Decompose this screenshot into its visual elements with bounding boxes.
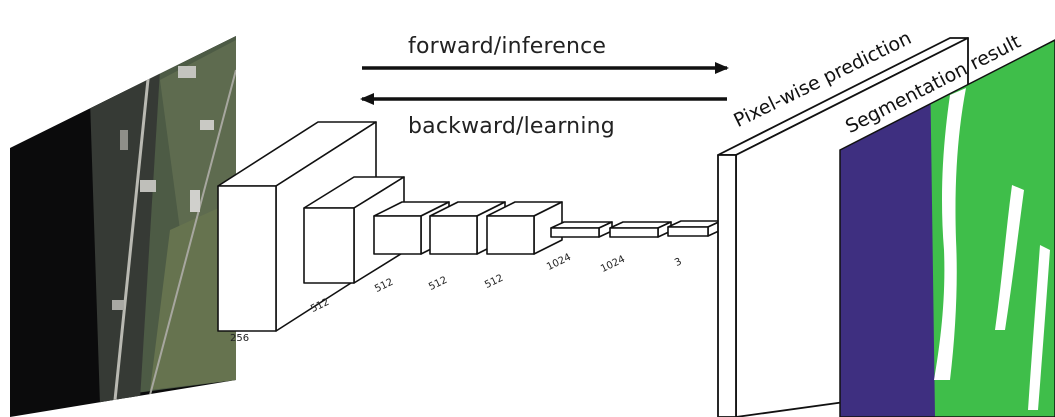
conv-layer-block-8 bbox=[667, 220, 722, 237]
conv-layer-block-7 bbox=[609, 221, 672, 238]
layer-size-label-1: 256 bbox=[230, 333, 250, 344]
conv-layer-block-6 bbox=[550, 221, 613, 238]
conv-layer-block-2 bbox=[303, 176, 405, 284]
forward-arrow-label: forward/inference bbox=[408, 34, 607, 59]
backward-arrow-label: backward/learning bbox=[408, 114, 615, 139]
conv-layer-block-5 bbox=[486, 201, 563, 255]
input-satellite-image bbox=[10, 36, 236, 417]
segmentation-result-panel bbox=[839, 39, 1055, 417]
